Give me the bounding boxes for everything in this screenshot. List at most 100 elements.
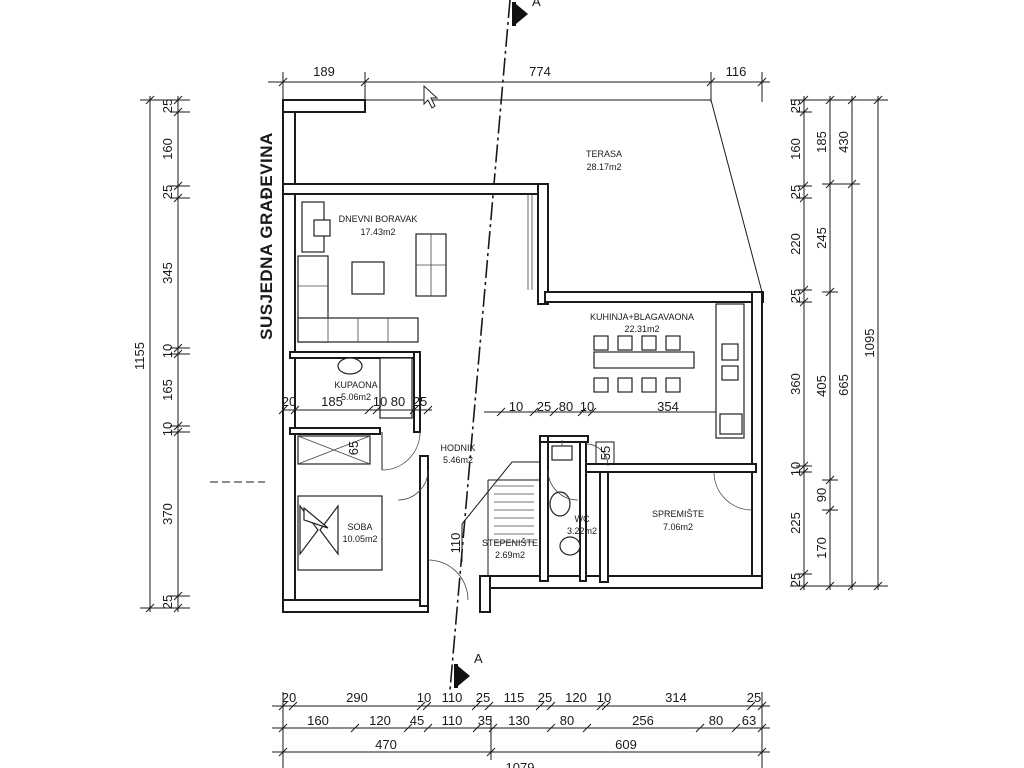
bottom-dim-label: 120 — [369, 713, 391, 728]
bottom-dim-label: 160 — [307, 713, 329, 728]
room-name-dnevni: DNEVNI BORAVAK — [339, 214, 418, 224]
bottom-dim-label: 63 — [742, 713, 756, 728]
room-name-stepeniste: STEPENIŠTE — [482, 538, 538, 548]
right-dim-label: 90 — [814, 488, 829, 502]
left-dim-label: 160 — [160, 138, 175, 160]
right-dim-label: 170 — [814, 537, 829, 559]
room-name-soba: SOBA — [347, 522, 372, 532]
interior-dim-label: 10 — [509, 399, 523, 414]
bottom-dim-label: 290 — [346, 690, 368, 705]
right-dim-label: 25 — [788, 185, 803, 199]
room-name-terasa: TERASA — [586, 149, 622, 159]
interior-dim-label: 185 — [321, 394, 343, 409]
interior-dim-label: 55 — [598, 446, 613, 460]
room-name-hodnik: HODNIK — [440, 443, 475, 453]
right-dim-label: 430 — [836, 131, 851, 153]
bottom-dim-label: 256 — [632, 713, 654, 728]
room-area-spremiste: 7.06m2 — [663, 522, 693, 532]
left-dim-label: 25 — [160, 595, 175, 609]
bottom-dim-label: 20 — [282, 690, 296, 705]
right-dim-label: 405 — [814, 375, 829, 397]
bathtub-icon — [379, 357, 413, 419]
kitchen-counter-icon — [715, 303, 745, 439]
toilet-icon — [549, 491, 571, 517]
right-dim-label: 220 — [788, 233, 803, 255]
bottom-dim-label: 25 — [538, 690, 552, 705]
sink-icon — [337, 357, 363, 375]
bed-icon — [297, 495, 383, 571]
bottom-dim-label: 120 — [565, 690, 587, 705]
bottom-dim-label: 80 — [709, 713, 723, 728]
left-dim-label: 25 — [160, 185, 175, 199]
bottom-dim-label: 130 — [508, 713, 530, 728]
interior-dim-label: 25 — [537, 399, 551, 414]
right-dim-label: 25 — [788, 573, 803, 587]
room-name-kuhinja: KUHINJA+BLAGAVAONA — [590, 312, 694, 322]
bottom-dim-label: 25 — [747, 690, 761, 705]
left-dim-label: 165 — [160, 379, 175, 401]
room-area-kuhinja: 22.31m2 — [624, 324, 659, 334]
room-area-hodnik: 5.46m2 — [443, 455, 473, 465]
right-dim-label: 10 — [788, 462, 803, 476]
bottom-dim-label: 470 — [375, 737, 397, 752]
staircase-icon — [461, 461, 540, 576]
bottom-dim-label: 35 — [478, 713, 492, 728]
wc-tank-icon — [551, 445, 573, 461]
right-total-dim-label: 1095 — [862, 329, 877, 358]
left-dim-label: 345 — [160, 262, 175, 284]
interior-dim-label: 10 — [373, 394, 387, 409]
bottom-dim-label: 10 — [417, 690, 431, 705]
room-name-wc: WC — [575, 514, 590, 524]
bottom-dimension-chains: 20 290 10 110 25 115 25 120 10 314 25 16… — [272, 690, 770, 768]
bottom-dim-label: 110 — [442, 713, 463, 728]
interior-dim-label: 354 — [657, 399, 679, 414]
interior-dim-label: 80 — [559, 399, 573, 414]
room-name-spremiste: SPREMIŠTE — [652, 509, 704, 519]
wc-sink-icon — [559, 536, 581, 556]
room-area-stepeniste: 2.69m2 — [495, 550, 525, 560]
right-dim-label: 665 — [836, 374, 851, 396]
right-dimension-chains: 25 160 25 220 25 360 10 225 25 185 245 4… — [788, 95, 888, 591]
interior-dim-label: 110 — [448, 533, 463, 554]
left-dimension-chain: 25 160 25 345 10 165 10 370 25 1155 — [132, 95, 190, 613]
section-arrow-top-icon — [516, 4, 528, 24]
left-dim-label: 10 — [160, 344, 175, 358]
bottom-dim-label: 45 — [410, 713, 424, 728]
left-total-dim-label: 1155 — [132, 342, 147, 370]
bottom-total-dim-label: 1079 — [506, 760, 535, 768]
bottom-dim-label: 609 — [615, 737, 637, 752]
right-dim-label: 225 — [788, 512, 803, 534]
right-dim-label: 185 — [814, 131, 829, 153]
furniture — [297, 201, 745, 576]
interior-dim-label: 25 — [413, 394, 427, 409]
section-marker-top: A — [532, 0, 541, 9]
interior-dim-label: 10 — [580, 399, 594, 414]
top-dim-label: 189 — [313, 64, 335, 79]
section-line: A A — [210, 0, 541, 691]
right-dim-label: 25 — [788, 289, 803, 303]
section-arrow-bottom-icon — [458, 666, 470, 686]
bottom-dim-label: 314 — [665, 690, 687, 705]
side-table-icon — [313, 219, 331, 237]
interior-dim-label: 20 — [282, 394, 296, 409]
mouse-cursor-icon — [423, 84, 439, 109]
left-dim-label: 25 — [160, 99, 175, 113]
room-area-soba: 10.05m2 — [342, 534, 377, 544]
room-area-wc: 3.22m2 — [567, 526, 597, 536]
right-dim-label: 25 — [788, 99, 803, 113]
top-dim-label: 774 — [529, 64, 551, 79]
interior-dim-label: 80 — [391, 394, 405, 409]
walls — [282, 99, 764, 613]
room-area-kupaona: 5.06m2 — [341, 392, 371, 402]
interior-dim-label: 65 — [346, 441, 361, 455]
right-dim-label: 245 — [814, 227, 829, 249]
bottom-dim-label: 25 — [476, 690, 490, 705]
coffee-table-icon — [351, 261, 385, 295]
right-dim-label: 160 — [788, 138, 803, 160]
top-dim-label: 116 — [726, 64, 747, 79]
left-dim-label: 370 — [160, 503, 175, 525]
bottom-dim-label: 10 — [597, 690, 611, 705]
right-dim-label: 360 — [788, 373, 803, 395]
room-name-kupaona: KUPAONA — [334, 380, 377, 390]
